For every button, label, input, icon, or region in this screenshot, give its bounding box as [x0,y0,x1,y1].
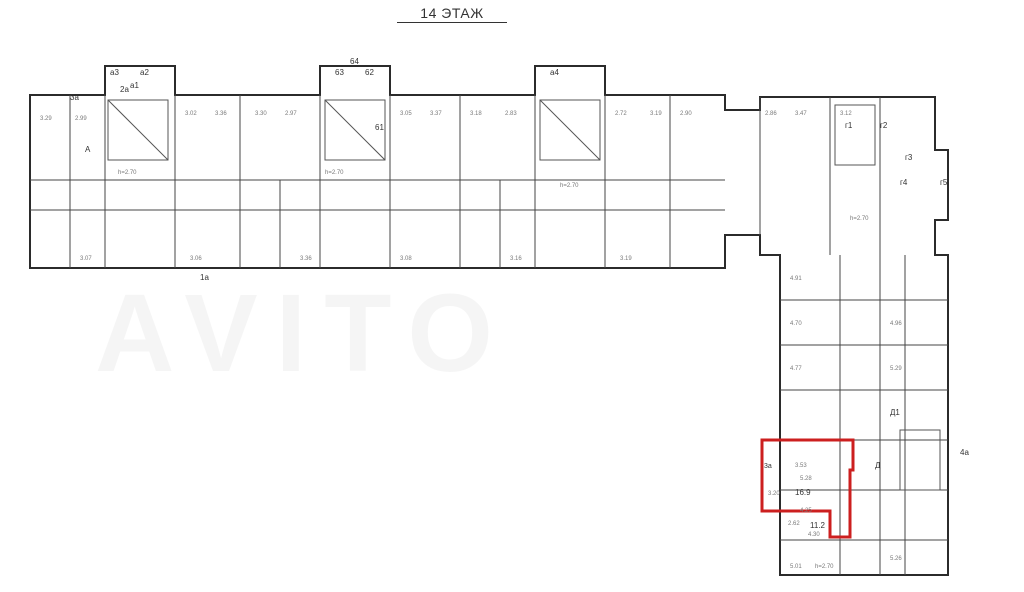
svg-text:2.97: 2.97 [285,111,297,117]
room-label-1a: 1а [200,273,209,282]
svg-text:3.08: 3.08 [400,256,412,262]
svg-text:3.18: 3.18 [470,111,482,117]
svg-text:3.02: 3.02 [185,111,197,117]
svg-text:5.28: 5.28 [800,476,812,482]
svg-text:4.91: 4.91 [790,276,802,282]
room-labels: A а3 а2 а1 63 62 61 64 а4 г1 г2 г3 г4 г5… [70,57,969,470]
room-label-63: 63 [335,68,344,77]
svg-text:3.05: 3.05 [400,111,412,117]
hl-area-2: 11.2 [810,521,826,530]
room-label-g4: г4 [900,178,908,187]
svg-text:3.36: 3.36 [215,111,227,117]
hl-area-1: 16.9 [795,488,811,497]
svg-text:2.90: 2.90 [680,111,692,117]
room-label-a2: а2 [140,68,149,77]
room-label-a4: а4 [550,68,559,77]
stair-elevator-cores [107,99,941,491]
room-label-g2: г2 [880,121,888,130]
svg-text:h=2.70: h=2.70 [850,216,869,222]
svg-text:3.20: 3.20 [768,491,780,497]
room-label-g3: г3 [905,153,913,162]
svg-text:2.99: 2.99 [75,116,87,122]
svg-text:4.96: 4.96 [890,321,902,327]
svg-text:4.77: 4.77 [790,366,802,372]
svg-text:4.25: 4.25 [800,508,812,514]
svg-text:2.62: 2.62 [788,521,800,527]
svg-text:5.29: 5.29 [890,366,902,372]
svg-text:4.30: 4.30 [808,532,820,538]
svg-text:5.26: 5.26 [890,556,902,562]
room-label-d1: Д1 [890,408,900,417]
room-label-2a: 2а [120,85,129,94]
svg-text:4.70: 4.70 [790,321,802,327]
room-label-62: 62 [365,68,374,77]
room-label-4a: 4а [960,448,969,457]
room-label-A: A [85,145,91,154]
height-labels: h=2.70 h=2.70 h=2.70 h=2.70 h=2.70 [118,170,869,570]
svg-text:3.19: 3.19 [620,256,632,262]
room-label-g5: г5 [940,178,948,187]
svg-text:3.07: 3.07 [80,256,92,262]
svg-text:3.30: 3.30 [255,111,267,117]
hl-room-3a: 3а [764,463,772,470]
highlighted-apartment: 3а 16.9 11.2 5.28 4.25 3.53 3.20 2.62 4.… [760,438,855,539]
dimension-marks: 3.29 2.99 3.02 3.36 3.30 2.97 3.05 3.37 3.18… [40,111,902,570]
svg-text:3.47: 3.47 [795,111,807,117]
svg-text:3.29: 3.29 [40,116,52,122]
svg-text:3.16: 3.16 [510,256,522,262]
svg-text:2.86: 2.86 [765,111,777,117]
room-label-64: 64 [350,57,359,66]
room-label-a1: а1 [130,81,139,90]
floor-title: 14 ЭТАЖ [397,4,507,23]
svg-text:3.36: 3.36 [300,256,312,262]
room-label-3a: 3а [70,93,79,102]
svg-text:h=2.70: h=2.70 [560,183,579,189]
room-label-g1: г1 [845,121,853,130]
svg-text:3.53: 3.53 [795,463,807,469]
svg-text:3.06: 3.06 [190,256,202,262]
svg-text:5.01: 5.01 [790,564,802,570]
svg-text:h=2.70: h=2.70 [325,170,344,176]
room-label-d: Д [875,461,881,470]
room-label-a3: а3 [110,68,119,77]
svg-text:2.83: 2.83 [505,111,517,117]
svg-text:h=2.70: h=2.70 [118,170,137,176]
svg-text:h=2.70: h=2.70 [815,564,834,570]
svg-text:2.72: 2.72 [615,111,627,117]
room-label-61: 61 [375,123,384,132]
svg-text:3.37: 3.37 [430,111,442,117]
svg-text:3.12: 3.12 [840,111,852,117]
interior-walls [30,95,948,575]
svg-text:3.19: 3.19 [650,111,662,117]
